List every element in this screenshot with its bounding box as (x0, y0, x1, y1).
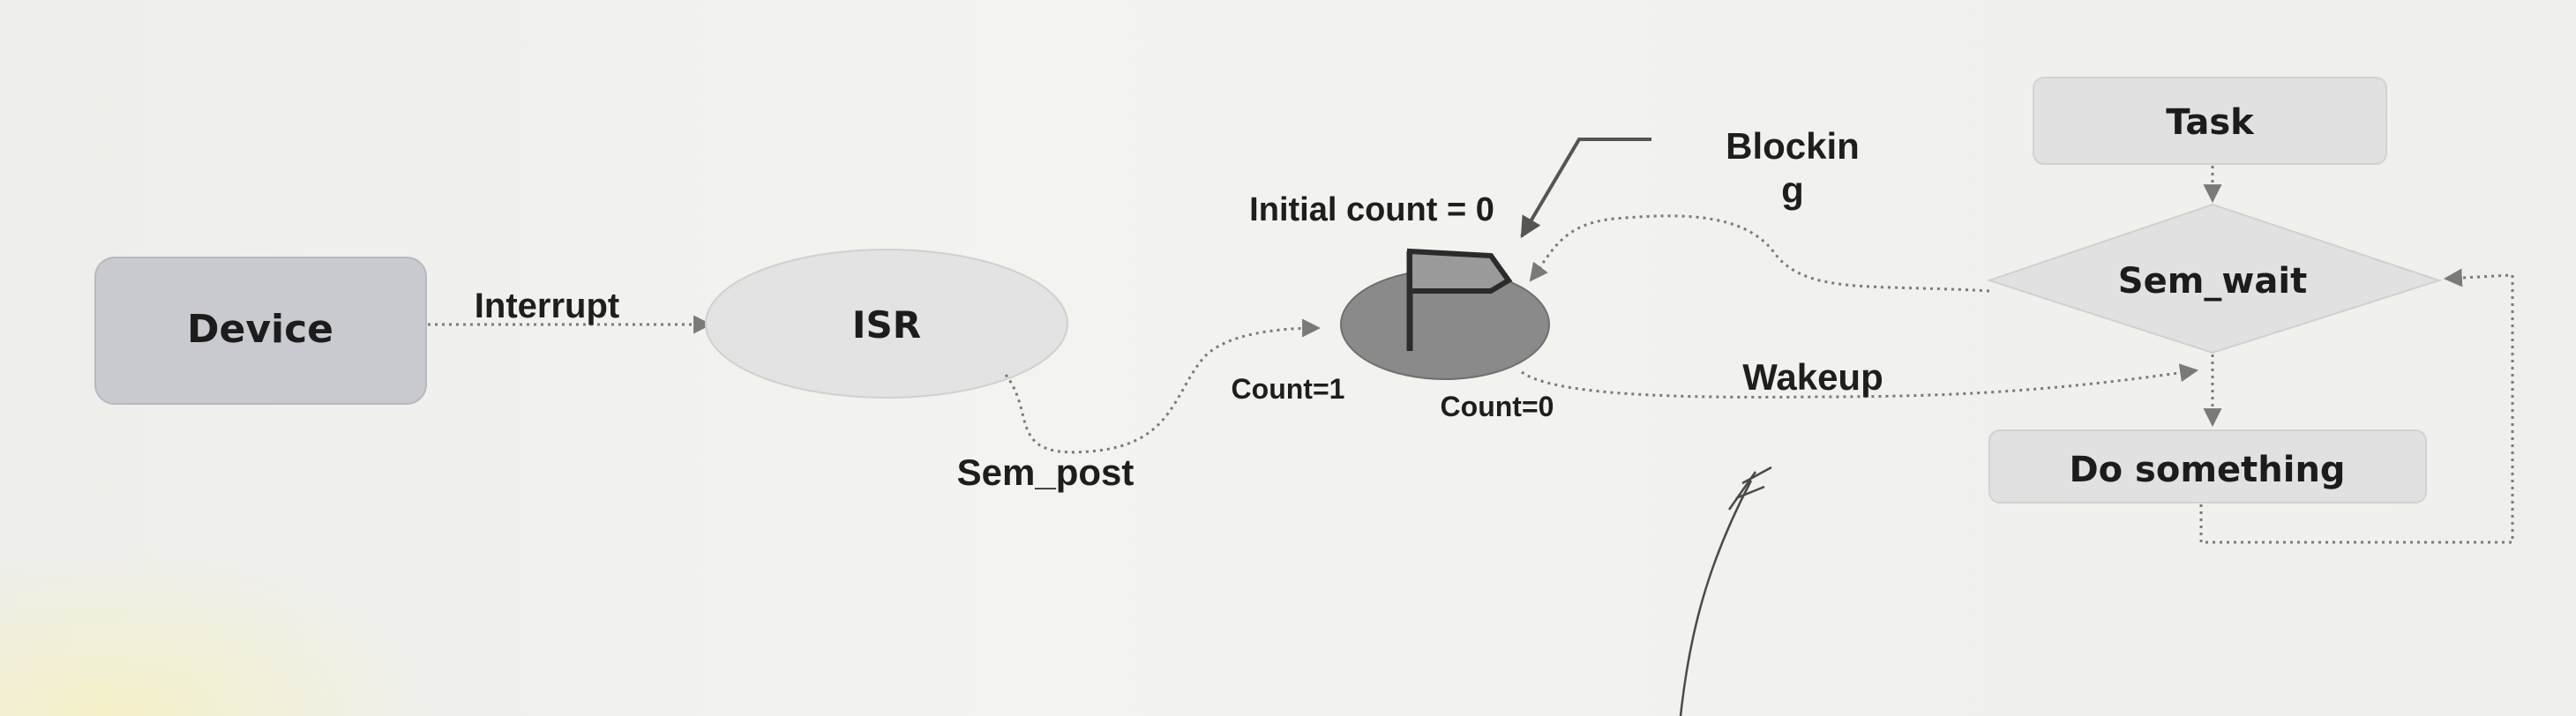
flag-icon (1406, 248, 1513, 351)
blocking-pointer-arrow (1520, 138, 1651, 239)
task-node: Task (2033, 77, 2387, 165)
blocking-label-line2: g (1781, 169, 1804, 211)
interrupt-label: Interrupt (475, 287, 619, 325)
initial-count-label: Initial count = 0 (1249, 191, 1494, 228)
sem-post-arrow (1004, 318, 1322, 454)
device-label: Device (187, 307, 333, 352)
blocking-arrow (1529, 214, 1990, 293)
sem-wait-label: Sem_wait (2118, 261, 2307, 302)
semaphore-node (1340, 248, 1550, 380)
blocking-label-line1: Blockin (1726, 125, 1860, 167)
wakeup-label: Wakeup (1742, 356, 1883, 398)
isr-node: ISR (705, 249, 1068, 399)
pencil-mark (1679, 480, 1753, 716)
isr-label: ISR (852, 303, 921, 347)
count1-label: Count=1 (1232, 373, 1345, 405)
pencil-scribble (1727, 466, 1772, 511)
count0-label: Count=0 (1441, 391, 1554, 422)
sem-post-label: Sem_post (957, 451, 1134, 493)
sem-wait-node: Sem_wait (1986, 203, 2443, 354)
do-something-node: Do something (1988, 429, 2427, 503)
device-node: Device (94, 257, 427, 405)
task-label: Task (2166, 102, 2255, 143)
do-something-label: Do something (2069, 450, 2345, 490)
